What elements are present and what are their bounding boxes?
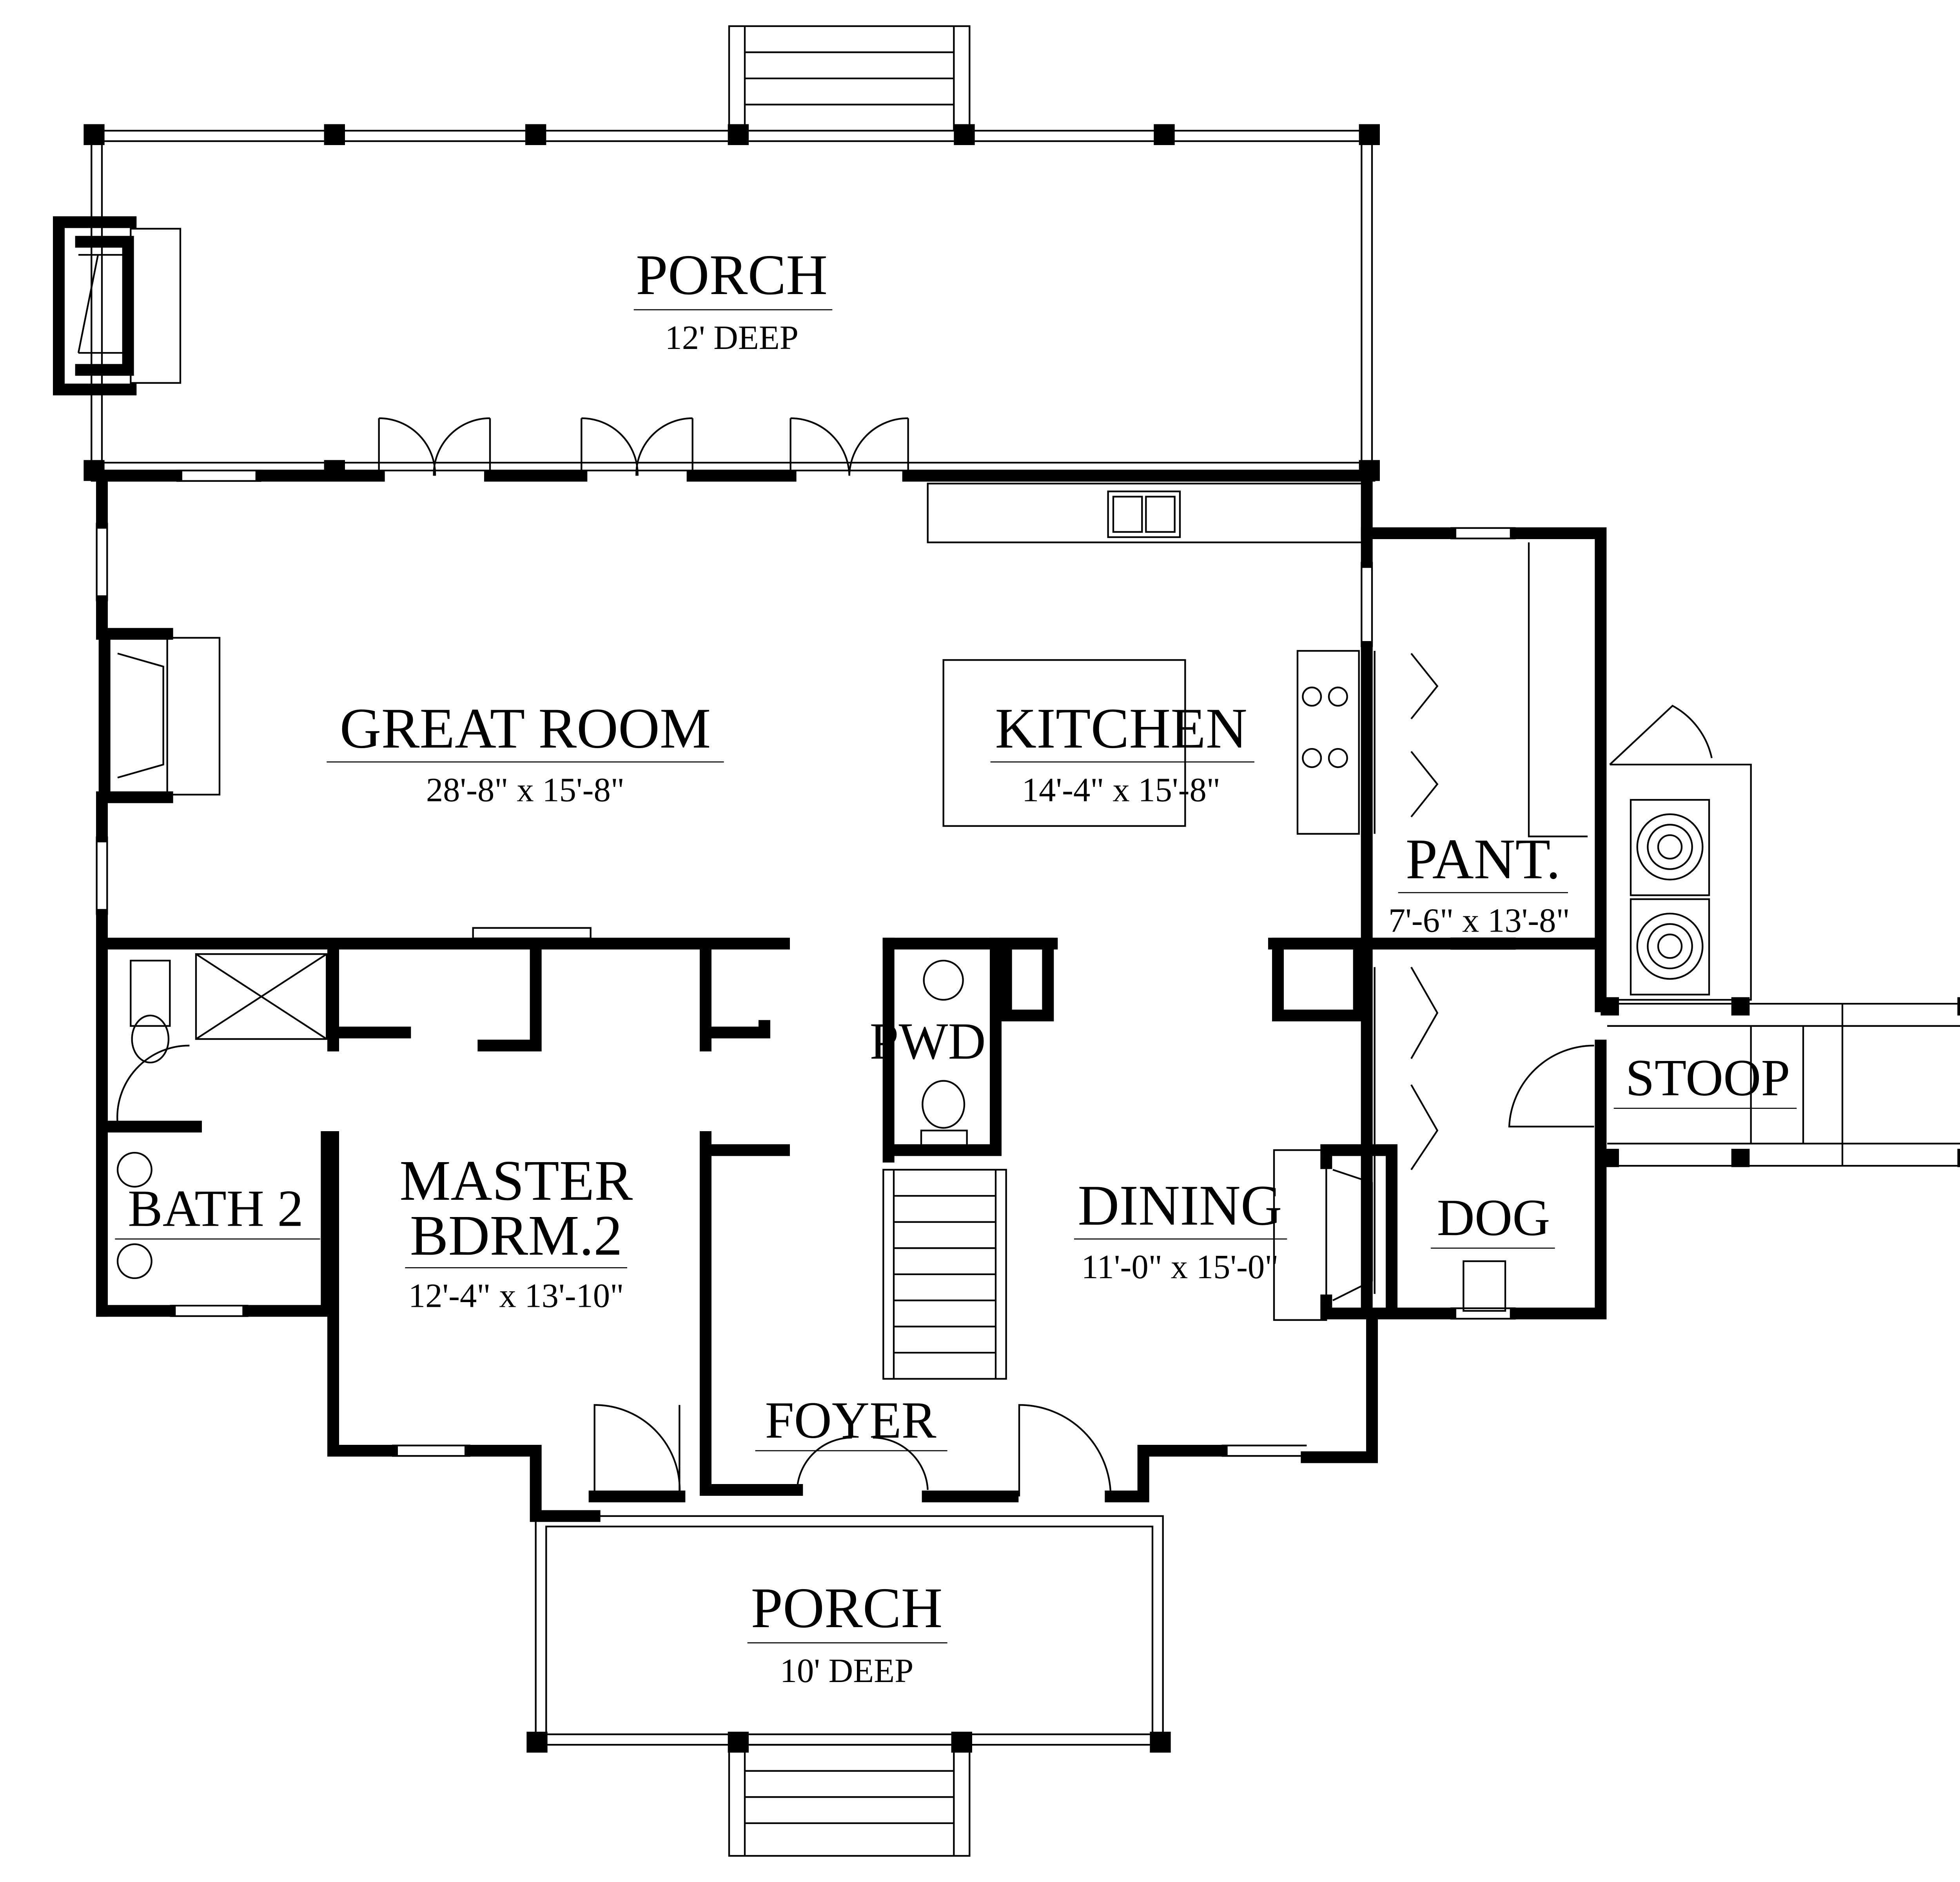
mechanical-units bbox=[1610, 763, 1752, 1001]
room-dimension: 14'-4" x 15'-8" bbox=[1022, 771, 1220, 808]
room-name: PORCH bbox=[636, 243, 828, 307]
room-dimension: 12'-4" x 13'-10" bbox=[408, 1277, 624, 1314]
room-label-pantry: PANT. 7'-6" x 13'-8" bbox=[1388, 827, 1570, 939]
room-label-bath2: BATH 2 bbox=[115, 1179, 320, 1240]
stairs bbox=[882, 1169, 1007, 1380]
room-label-great-room: GREAT ROOM 28'-8" x 15'-8" bbox=[327, 696, 724, 808]
bath-fixtures bbox=[116, 953, 1506, 1312]
room-dimension: 7'-6" x 13'-8" bbox=[1388, 902, 1570, 939]
room-name: KITCHEN bbox=[995, 696, 1247, 760]
shower bbox=[195, 953, 328, 1040]
room-label-kitchen: KITCHEN 14'-4" x 15'-8" bbox=[990, 696, 1254, 808]
room-name: DOG bbox=[1437, 1188, 1550, 1246]
windows bbox=[96, 469, 1516, 1457]
kitchen-island bbox=[942, 659, 1186, 827]
room-label-master: MASTER BDRM.2 12'-4" x 13'-10" bbox=[399, 1148, 633, 1314]
room-name: BDRM.2 bbox=[410, 1203, 622, 1267]
great-room-fireplace bbox=[98, 628, 221, 803]
room-label-rear-porch: PORCH 12' DEEP bbox=[633, 243, 833, 356]
room-label-front-porch: PORCH 10' DEEP bbox=[747, 1576, 947, 1689]
kitchen-fixtures bbox=[472, 483, 1588, 1294]
room-name: STOOP bbox=[1626, 1048, 1790, 1106]
room-dimension: 10' DEEP bbox=[780, 1652, 914, 1689]
room-label-dog: DOG bbox=[1431, 1188, 1555, 1249]
room-label-powder: PWD bbox=[870, 1012, 986, 1070]
room-name: MASTER bbox=[399, 1148, 633, 1212]
room-name: FOYER bbox=[765, 1391, 936, 1449]
stoop bbox=[1601, 997, 1960, 1167]
kitchen-sink-icon bbox=[1107, 490, 1181, 538]
room-label-foyer: FOYER bbox=[755, 1391, 947, 1451]
room-name: BATH 2 bbox=[128, 1179, 303, 1237]
room-dimension: 12' DEEP bbox=[665, 319, 799, 356]
walls bbox=[91, 470, 1607, 1522]
front-porch bbox=[526, 1515, 1171, 1857]
doors bbox=[116, 417, 1713, 1497]
rear-porch-steps bbox=[728, 25, 971, 132]
outdoor-fireplace bbox=[53, 216, 181, 396]
room-name: PANT. bbox=[1406, 827, 1561, 891]
room-name: PORCH bbox=[751, 1576, 942, 1640]
room-dimension: 28'-8" x 15'-8" bbox=[426, 771, 624, 808]
dining-fireplace bbox=[1273, 1144, 1397, 1321]
room-label-stoop: STOOP bbox=[1613, 1048, 1797, 1109]
room-name: GREAT ROOM bbox=[340, 696, 711, 760]
room-dimension: 11'-0" x 15'-0" bbox=[1081, 1248, 1278, 1286]
range-icon bbox=[1296, 650, 1360, 835]
dog-sink-icon bbox=[1463, 1260, 1506, 1312]
room-label-dining: DINING 11'-0" x 15'-0" bbox=[1074, 1173, 1287, 1286]
room-name: DINING bbox=[1078, 1173, 1282, 1237]
